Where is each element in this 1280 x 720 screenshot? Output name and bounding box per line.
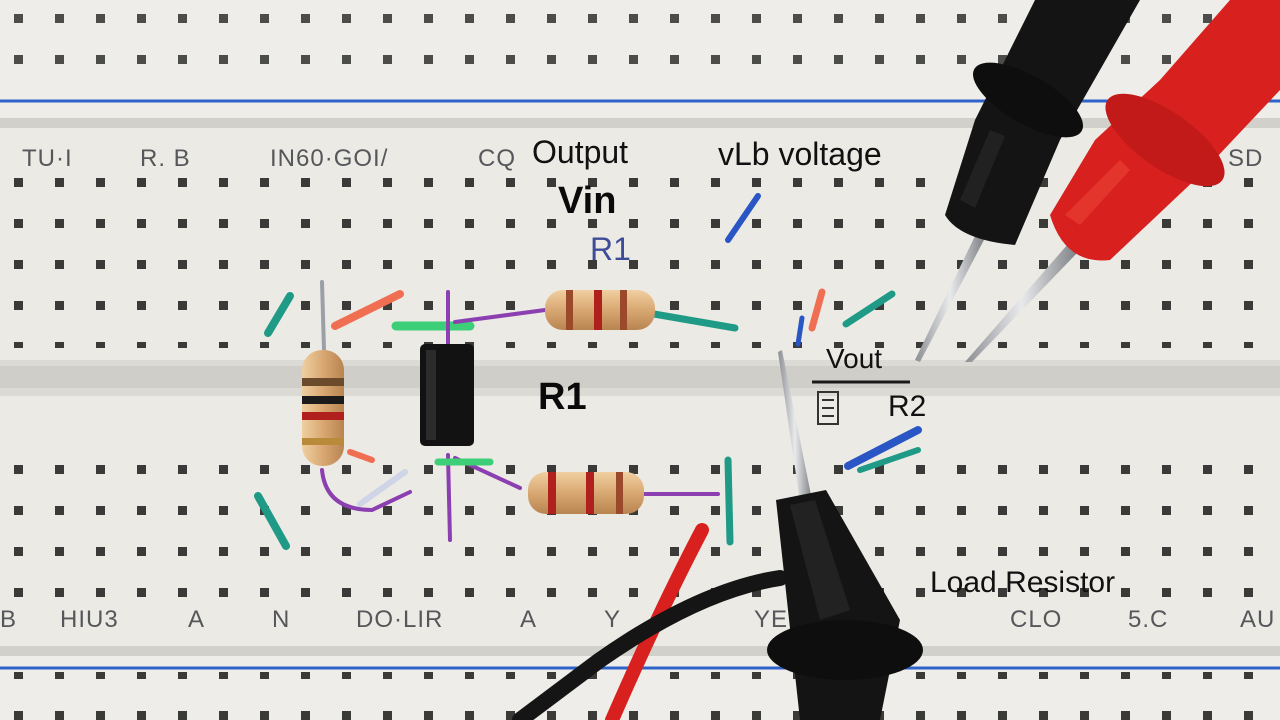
black-test-lead-cable bbox=[512, 570, 788, 720]
row-label: R. B bbox=[140, 145, 191, 172]
row-label: CQ bbox=[478, 145, 516, 172]
vout-label: Vout bbox=[826, 343, 883, 374]
vin-label: Vin bbox=[558, 180, 617, 222]
row-label: B bbox=[0, 606, 18, 633]
jumper-wires bbox=[254, 193, 922, 550]
resistor-r1-top bbox=[545, 290, 655, 330]
row-label: CLO bbox=[1010, 606, 1063, 633]
row-label: IN60·GOI/ bbox=[270, 145, 389, 172]
vlb-voltage-label: vLb voltage bbox=[718, 136, 882, 172]
row-label: SD bbox=[1228, 145, 1264, 172]
resistor-vertical bbox=[302, 350, 344, 466]
r2-label: R2 bbox=[888, 390, 927, 423]
row-label: 5.C bbox=[1128, 606, 1169, 633]
row-label: AU bbox=[1240, 606, 1276, 633]
r1-blue-label: R1 bbox=[590, 231, 631, 267]
black-probe-bottom bbox=[767, 350, 923, 720]
r1-label: R1 bbox=[538, 376, 587, 418]
black-probe-top bbox=[915, 0, 1140, 362]
row-label: Y bbox=[604, 606, 622, 633]
load-resistor-label: Load Resistor bbox=[930, 566, 1116, 599]
output-label: Output bbox=[532, 134, 629, 170]
resistor-bottom bbox=[528, 472, 644, 514]
row-label: TU·I bbox=[22, 145, 73, 172]
red-probe-top bbox=[965, 0, 1280, 362]
row-label: A bbox=[520, 606, 538, 633]
row-label: N bbox=[272, 606, 291, 633]
row-label: YE bbox=[754, 606, 789, 633]
row-label: HIU3 bbox=[60, 606, 119, 633]
row-label: DO·LIR bbox=[356, 606, 444, 633]
row-label: A bbox=[188, 606, 206, 633]
